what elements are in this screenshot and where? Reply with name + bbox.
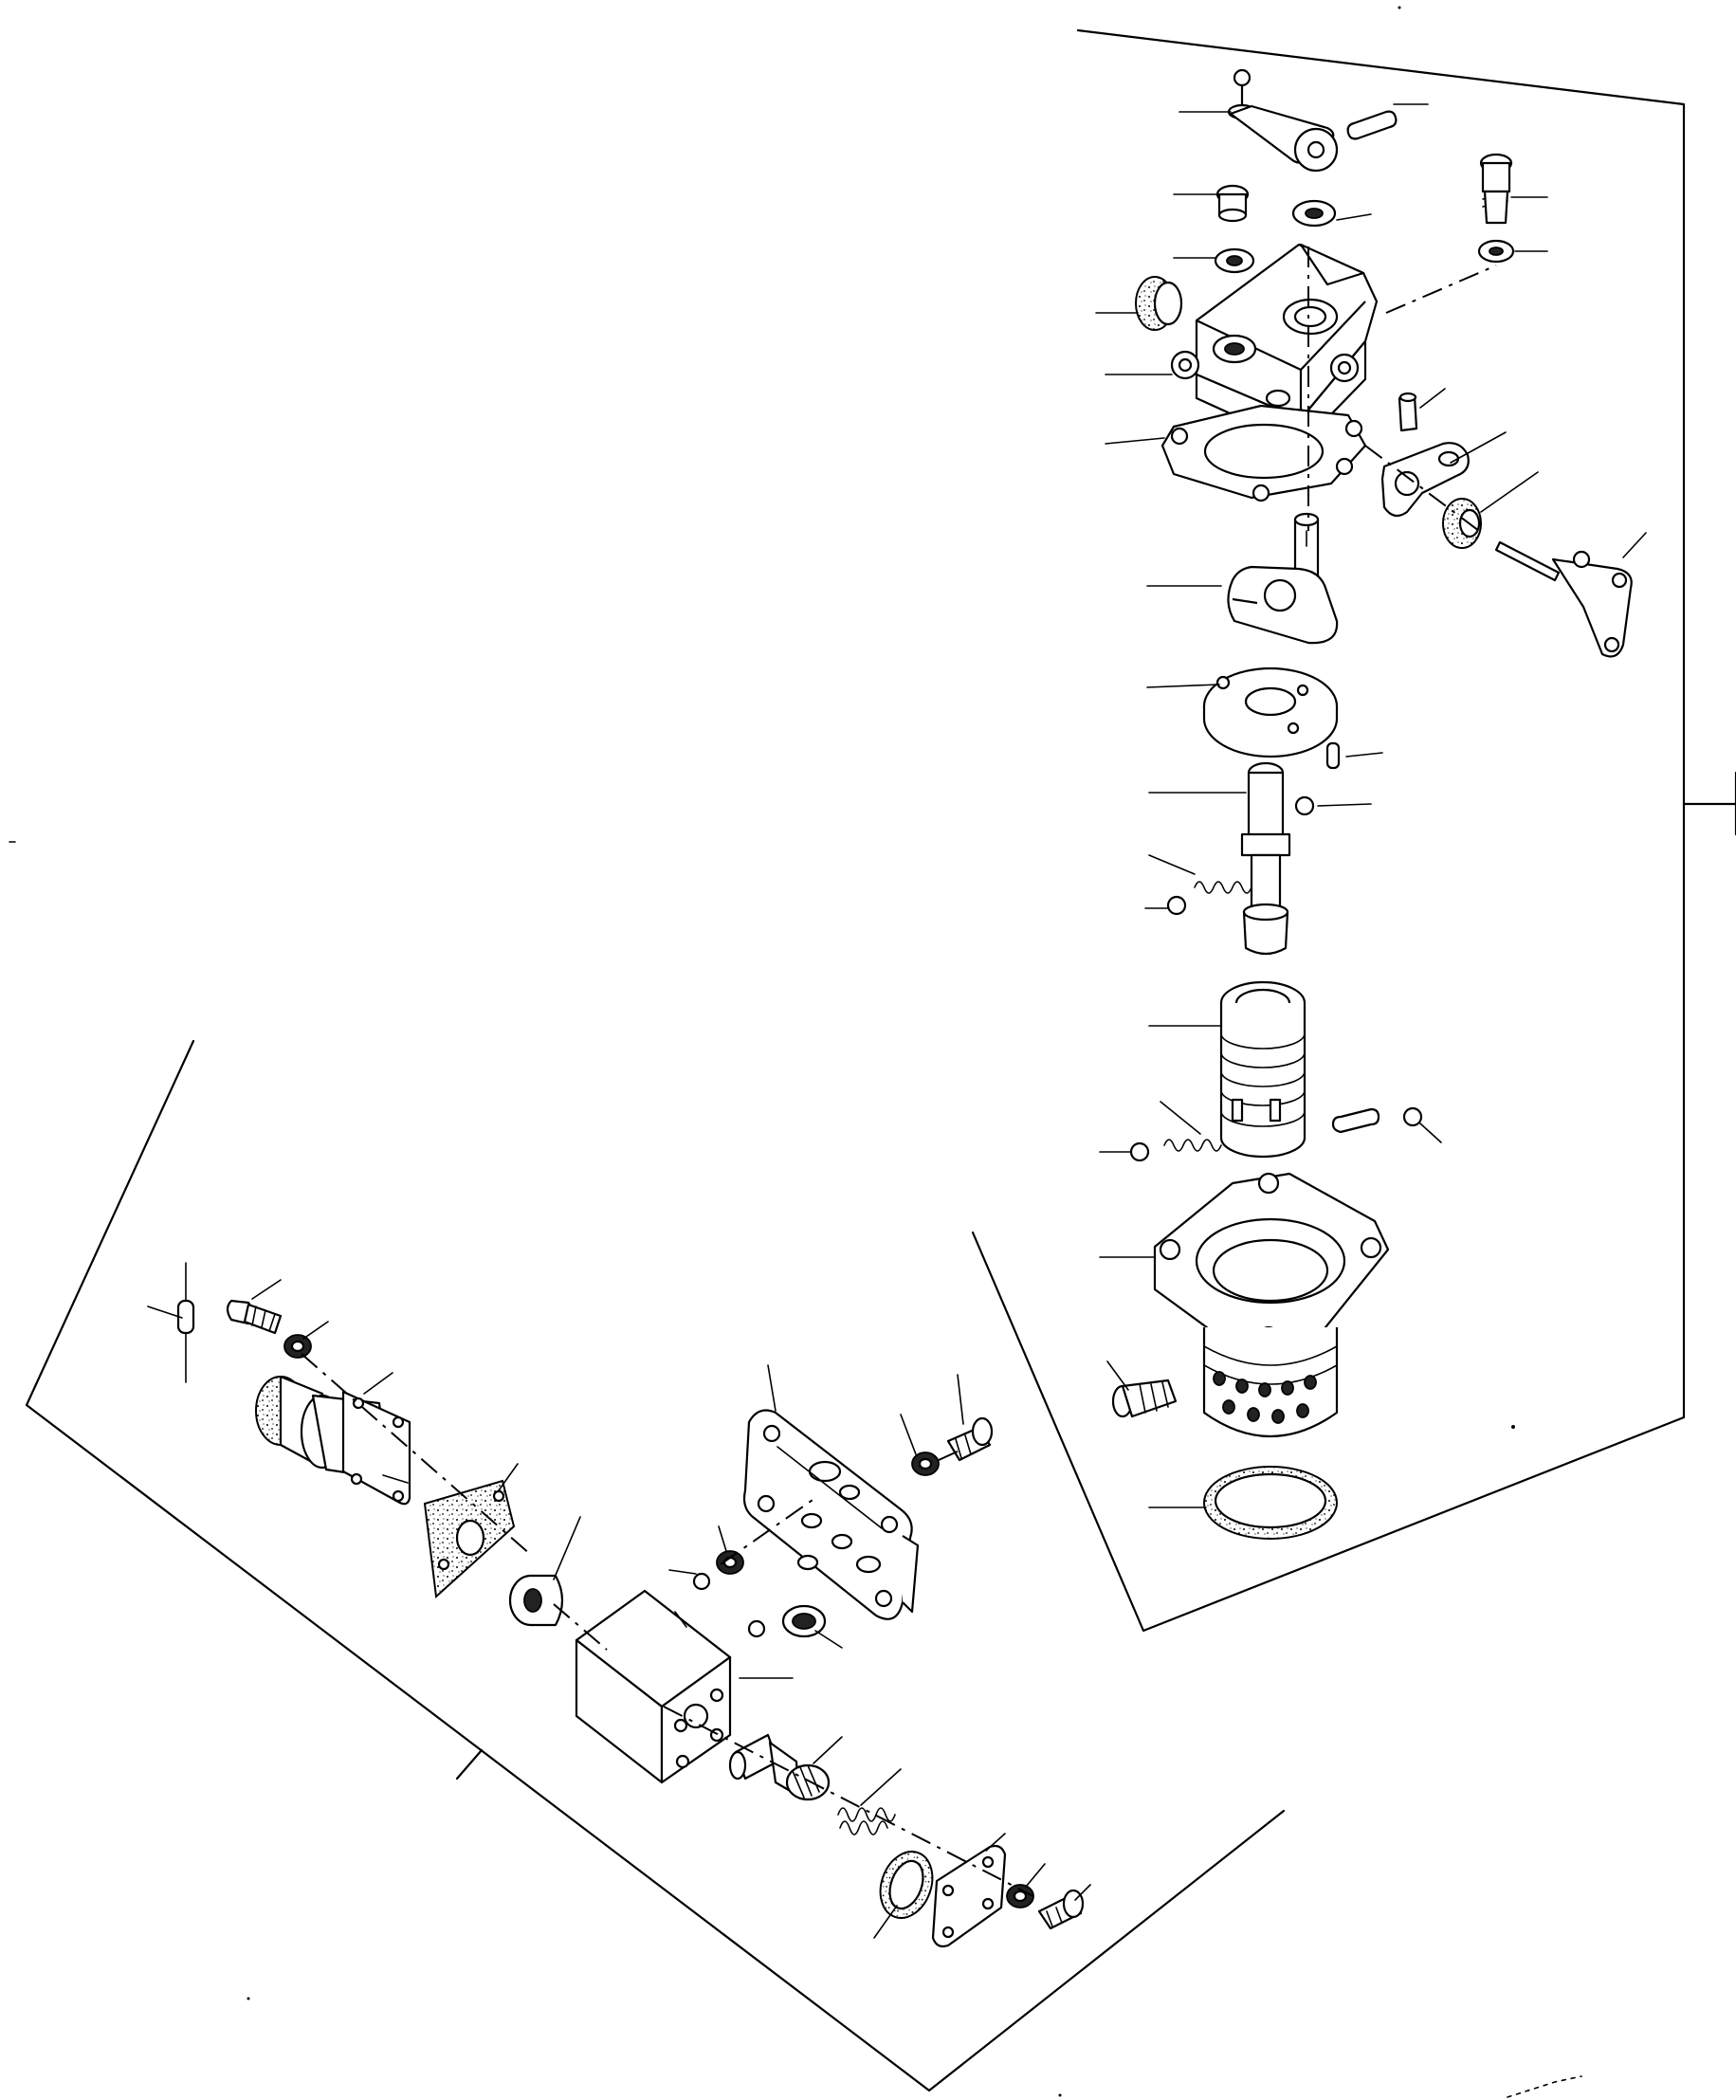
end-washer	[1006, 1884, 1034, 1908]
barrel-spring	[1163, 1139, 1222, 1152]
cap-screw-right	[1479, 153, 1513, 225]
side-pin	[1398, 392, 1418, 432]
side-washer	[1442, 498, 1482, 549]
bleed-screw	[1111, 1379, 1178, 1418]
side-lever-part	[1494, 540, 1633, 658]
washer-left	[1214, 247, 1255, 274]
solenoid-washer	[283, 1334, 312, 1359]
valve-spool-part	[728, 1733, 831, 1801]
cover-screw	[946, 1416, 994, 1462]
group-boundary-right	[971, 28, 1736, 1633]
callout-leaders-left	[251, 1279, 1091, 1939]
control-plate-part	[1227, 565, 1339, 645]
barrel-pin	[1331, 1107, 1380, 1134]
solenoid-body-part	[255, 1375, 411, 1506]
housing-gasket-part	[1160, 404, 1367, 502]
large-o-ring	[1203, 1466, 1338, 1540]
valve-ball-upper	[692, 1572, 711, 1591]
scan-marks	[9, 6, 1582, 2098]
control-ring-part	[1202, 667, 1339, 758]
top-lever-part	[1227, 68, 1339, 173]
valve-ball-lower	[747, 1619, 766, 1638]
small-pin	[1325, 741, 1341, 770]
barrel-part	[1219, 980, 1307, 1159]
plunger-part	[1240, 761, 1291, 956]
ball-upper-left	[1166, 895, 1187, 916]
assembly-axis-upper	[720, 1450, 960, 1565]
roll-pin-top	[1346, 110, 1398, 140]
ball-right	[1402, 1106, 1423, 1127]
side-link-part	[1380, 442, 1470, 518]
lower-housing-part	[1153, 1172, 1390, 1437]
solenoid-screw	[226, 1299, 283, 1335]
cover-washer	[911, 1452, 940, 1476]
washer-right	[1477, 239, 1515, 264]
end-cap-part	[931, 1844, 1007, 1948]
ball-lower-left	[1129, 1141, 1150, 1162]
seal-ring-left	[1135, 276, 1183, 331]
valve-cover-part	[742, 1409, 920, 1620]
valve-seal-lower	[781, 1604, 827, 1638]
valve-seal-upper	[716, 1550, 744, 1575]
group-boundary-left	[25, 1039, 1286, 2092]
plunger-spring-upper	[1194, 881, 1252, 894]
callout-leaders-right	[1095, 103, 1647, 1508]
cap-screw-left	[1215, 184, 1250, 223]
valve-block-part	[575, 1589, 732, 1784]
small-ball	[1294, 795, 1315, 816]
spacer-ring	[508, 1574, 564, 1627]
solenoid-gasket	[423, 1479, 516, 1599]
assembly-axis-right	[1307, 247, 1497, 532]
end-screw	[1037, 1889, 1085, 1930]
washer-center	[1291, 199, 1337, 228]
end-o-ring	[879, 1851, 934, 1919]
assembly-axis-left	[301, 1353, 1034, 1897]
dowel-pin-left	[147, 1262, 195, 1383]
valve-spring	[837, 1807, 896, 1835]
upper-housing-part	[1170, 243, 1379, 447]
